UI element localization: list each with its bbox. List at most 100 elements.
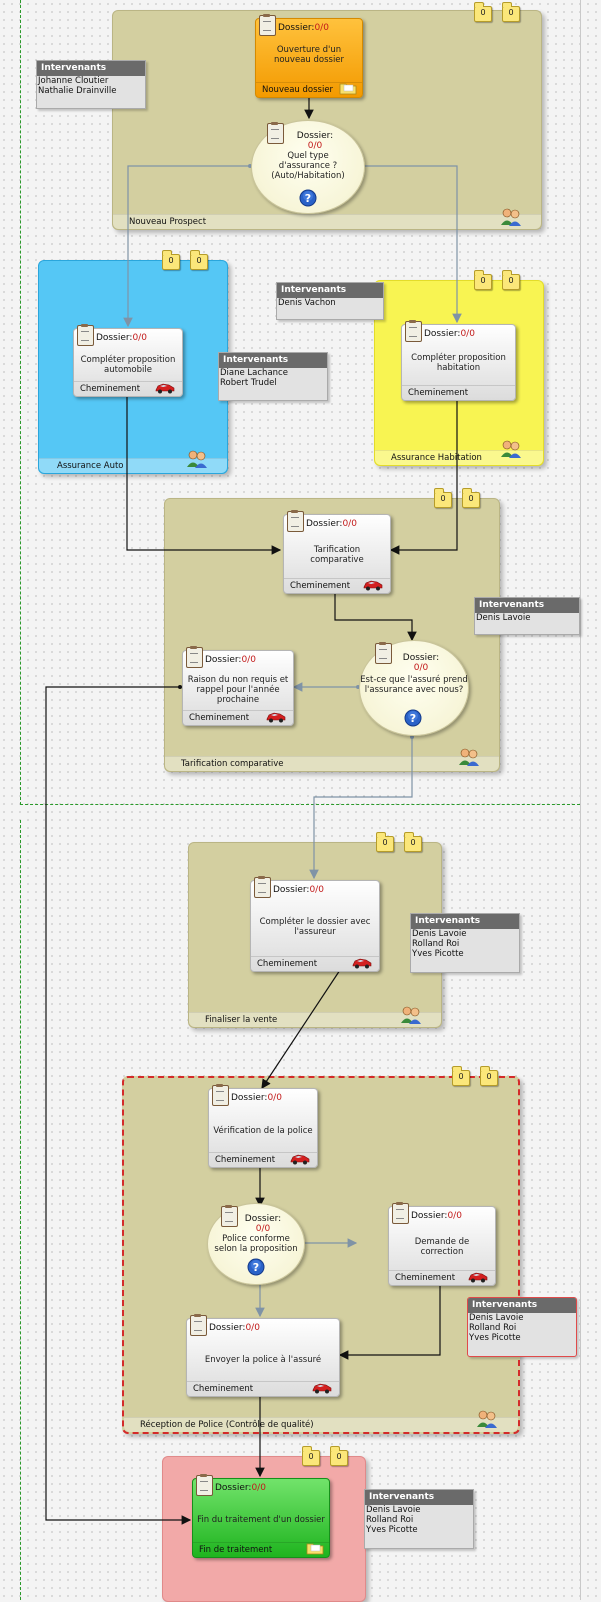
task-footer: Cheminement <box>402 385 515 400</box>
people-icon[interactable] <box>476 1410 498 1428</box>
lane-footer <box>189 1012 441 1027</box>
folder-counter-icon[interactable]: 0 <box>330 1446 348 1466</box>
lane-title: Nouveau Prospect <box>129 217 207 227</box>
people-icon[interactable] <box>500 440 522 458</box>
help-icon[interactable]: ? <box>404 709 422 727</box>
dossier-count: 0/0 <box>447 1211 462 1221</box>
svg-text:?: ? <box>410 712 416 725</box>
dossier-label: Dossier: <box>209 1323 246 1333</box>
help-icon[interactable]: ? <box>299 189 317 207</box>
dossier-count: 0/0 <box>251 1483 266 1493</box>
task-raison-non-requis[interactable]: Dossier:0/0 Raison du non requis et rapp… <box>182 646 294 726</box>
document-icon <box>287 510 304 532</box>
folder-counter-icon[interactable]: 0 <box>190 250 208 270</box>
participants-panel[interactable]: Intervenants Denis Vachon <box>276 282 384 320</box>
dossier-count: 0/0 <box>245 1323 260 1333</box>
dossier-counter: Dossier:0/0 <box>205 655 256 665</box>
participant-name: Rolland Roi <box>469 1323 517 1333</box>
folder-counter-icon[interactable]: 0 <box>302 1446 320 1466</box>
container-bottom-border <box>20 804 580 805</box>
participants-panel[interactable]: Intervenants Denis Lavoie Rolland Roi Yv… <box>410 913 520 973</box>
task-verification-police[interactable]: Dossier:0/0 Vérification de la police Ch… <box>208 1084 318 1168</box>
task-completer-dossier-assureur[interactable]: Dossier:0/0 Compléter le dossier avec l'… <box>250 876 380 972</box>
dossier-counter: Dossier:0/0 <box>96 333 147 343</box>
task-demande-correction[interactable]: Dossier:0/0 Demande de correction Chemin… <box>388 1202 496 1286</box>
folder-counter-icon[interactable]: 0 <box>434 488 452 508</box>
counter-value: 0 <box>336 1452 342 1461</box>
task-tarification-comparative[interactable]: Dossier:0/0 Tarification comparative Che… <box>283 510 391 594</box>
car-icon <box>155 383 175 394</box>
participants-panel[interactable]: Intervenants Denis Lavoie <box>474 597 580 635</box>
folder-counter-icon[interactable]: 0 <box>474 270 492 290</box>
decision-type-assurance[interactable]: Dossier:0/0 Quel type d'assurance ? (Aut… <box>251 120 365 214</box>
dossier-label: Dossier: <box>411 1211 448 1221</box>
dossier-label: Dossier: <box>96 333 133 343</box>
folder-counter-icon[interactable]: 0 <box>462 488 480 508</box>
open-folder-icon <box>339 83 357 95</box>
task-completer-auto[interactable]: Dossier:0/0 Compléter proposition automo… <box>73 324 183 397</box>
dossier-label: Dossier: <box>296 131 334 141</box>
svg-text:?: ? <box>305 192 311 205</box>
folder-counter-icon[interactable]: 0 <box>162 250 180 270</box>
folder-counter-icon[interactable]: 0 <box>502 270 520 290</box>
task-envoyer-police[interactable]: Dossier:0/0 Envoyer la police à l'assuré… <box>186 1314 340 1397</box>
dossier-counter: Dossier:0/0 <box>396 653 446 673</box>
edge-correction-envoyer <box>338 1284 441 1360</box>
dossier-label: Dossier: <box>215 1483 252 1493</box>
folder-counter-icon[interactable]: 0 <box>452 1066 470 1086</box>
counter-value: 0 <box>382 838 388 847</box>
participants-title: Intervenants <box>468 1298 576 1313</box>
people-icon[interactable] <box>458 748 480 766</box>
dossier-count: 0/0 <box>307 141 323 151</box>
container2-left-border <box>20 820 21 1600</box>
task-completer-habitation[interactable]: Dossier:0/0 Compléter proposition habita… <box>401 320 516 401</box>
folder-counter-icon[interactable]: 0 <box>474 2 492 22</box>
participants-title: Intervenants <box>37 61 145 76</box>
decision-label: Quel type d'assurance ? (Auto/Habitation… <box>271 151 345 181</box>
folder-counter-icon[interactable]: 0 <box>480 1066 498 1086</box>
participant-name: Rolland Roi <box>366 1515 414 1525</box>
task-fin-traitement[interactable]: Dossier:0/0 Fin du traitement d'un dossi… <box>192 1474 330 1558</box>
participant-name: Nathalie Drainville <box>38 86 117 96</box>
task-label: Compléter proposition habitation <box>411 353 506 373</box>
dossier-counter: Dossier:0/0 <box>306 519 357 529</box>
task-footer-label: Cheminement <box>408 388 469 398</box>
lane-title: Finaliser la vente <box>205 1015 278 1025</box>
participants-panel[interactable]: Intervenants Denis Lavoie Rolland Roi Yv… <box>364 1489 474 1549</box>
task-footer: Cheminement <box>209 1152 317 1167</box>
people-icon[interactable] <box>186 450 208 468</box>
folder-counter-icon[interactable]: 0 <box>404 832 422 852</box>
open-folder-icon <box>306 1543 324 1555</box>
participant-name: Denis Lavoie <box>476 613 531 623</box>
task-footer: Fin de traitement <box>193 1542 329 1557</box>
task-ouverture-dossier[interactable]: Dossier:0/0 Ouverture d'un nouveau dossi… <box>255 14 363 98</box>
folder-counter-icon[interactable]: 0 <box>376 832 394 852</box>
lane-title: Assurance Auto <box>57 461 124 471</box>
task-label: Raison du non requis et rappel pour l'an… <box>187 675 289 705</box>
svg-text:?: ? <box>253 1261 259 1274</box>
people-icon[interactable] <box>500 208 522 226</box>
decision-police-conforme[interactable]: Dossier:0/0 Police conforme selon la pro… <box>207 1203 305 1285</box>
participants-title: Intervenants <box>411 914 519 929</box>
task-footer-label: Cheminement <box>257 959 318 969</box>
participant-name: Johanne Cloutier <box>38 76 109 86</box>
counter-value: 0 <box>480 276 486 285</box>
dossier-label: Dossier: <box>402 653 440 663</box>
participants-panel[interactable]: Intervenants Denis Lavoie Rolland Roi Yv… <box>467 1297 577 1357</box>
decision-assure-prend[interactable]: Dossier:0/0 Est-ce que l'assuré prend l'… <box>359 640 469 736</box>
people-icon[interactable] <box>400 1006 422 1024</box>
container-left-border <box>20 0 21 805</box>
help-icon[interactable]: ? <box>247 1258 265 1276</box>
task-footer-label: Cheminement <box>80 384 141 394</box>
document-icon <box>267 122 284 144</box>
participants-panel[interactable]: Intervenants Johanne Cloutier Nathalie D… <box>36 60 146 109</box>
lane-assurance-auto[interactable]: Assurance Auto <box>38 260 228 474</box>
dossier-counter: Dossier:0/0 <box>278 23 329 33</box>
task-footer-label: Cheminement <box>189 713 250 723</box>
participants-panel[interactable]: Intervenants Diane Lachance Robert Trude… <box>218 352 328 401</box>
dossier-count: 0/0 <box>309 885 324 895</box>
folder-counter-icon[interactable]: 0 <box>502 2 520 22</box>
document-icon <box>77 324 94 346</box>
dossier-label: Dossier: <box>306 519 343 529</box>
task-label: Compléter le dossier avec l'assureur <box>259 917 371 937</box>
